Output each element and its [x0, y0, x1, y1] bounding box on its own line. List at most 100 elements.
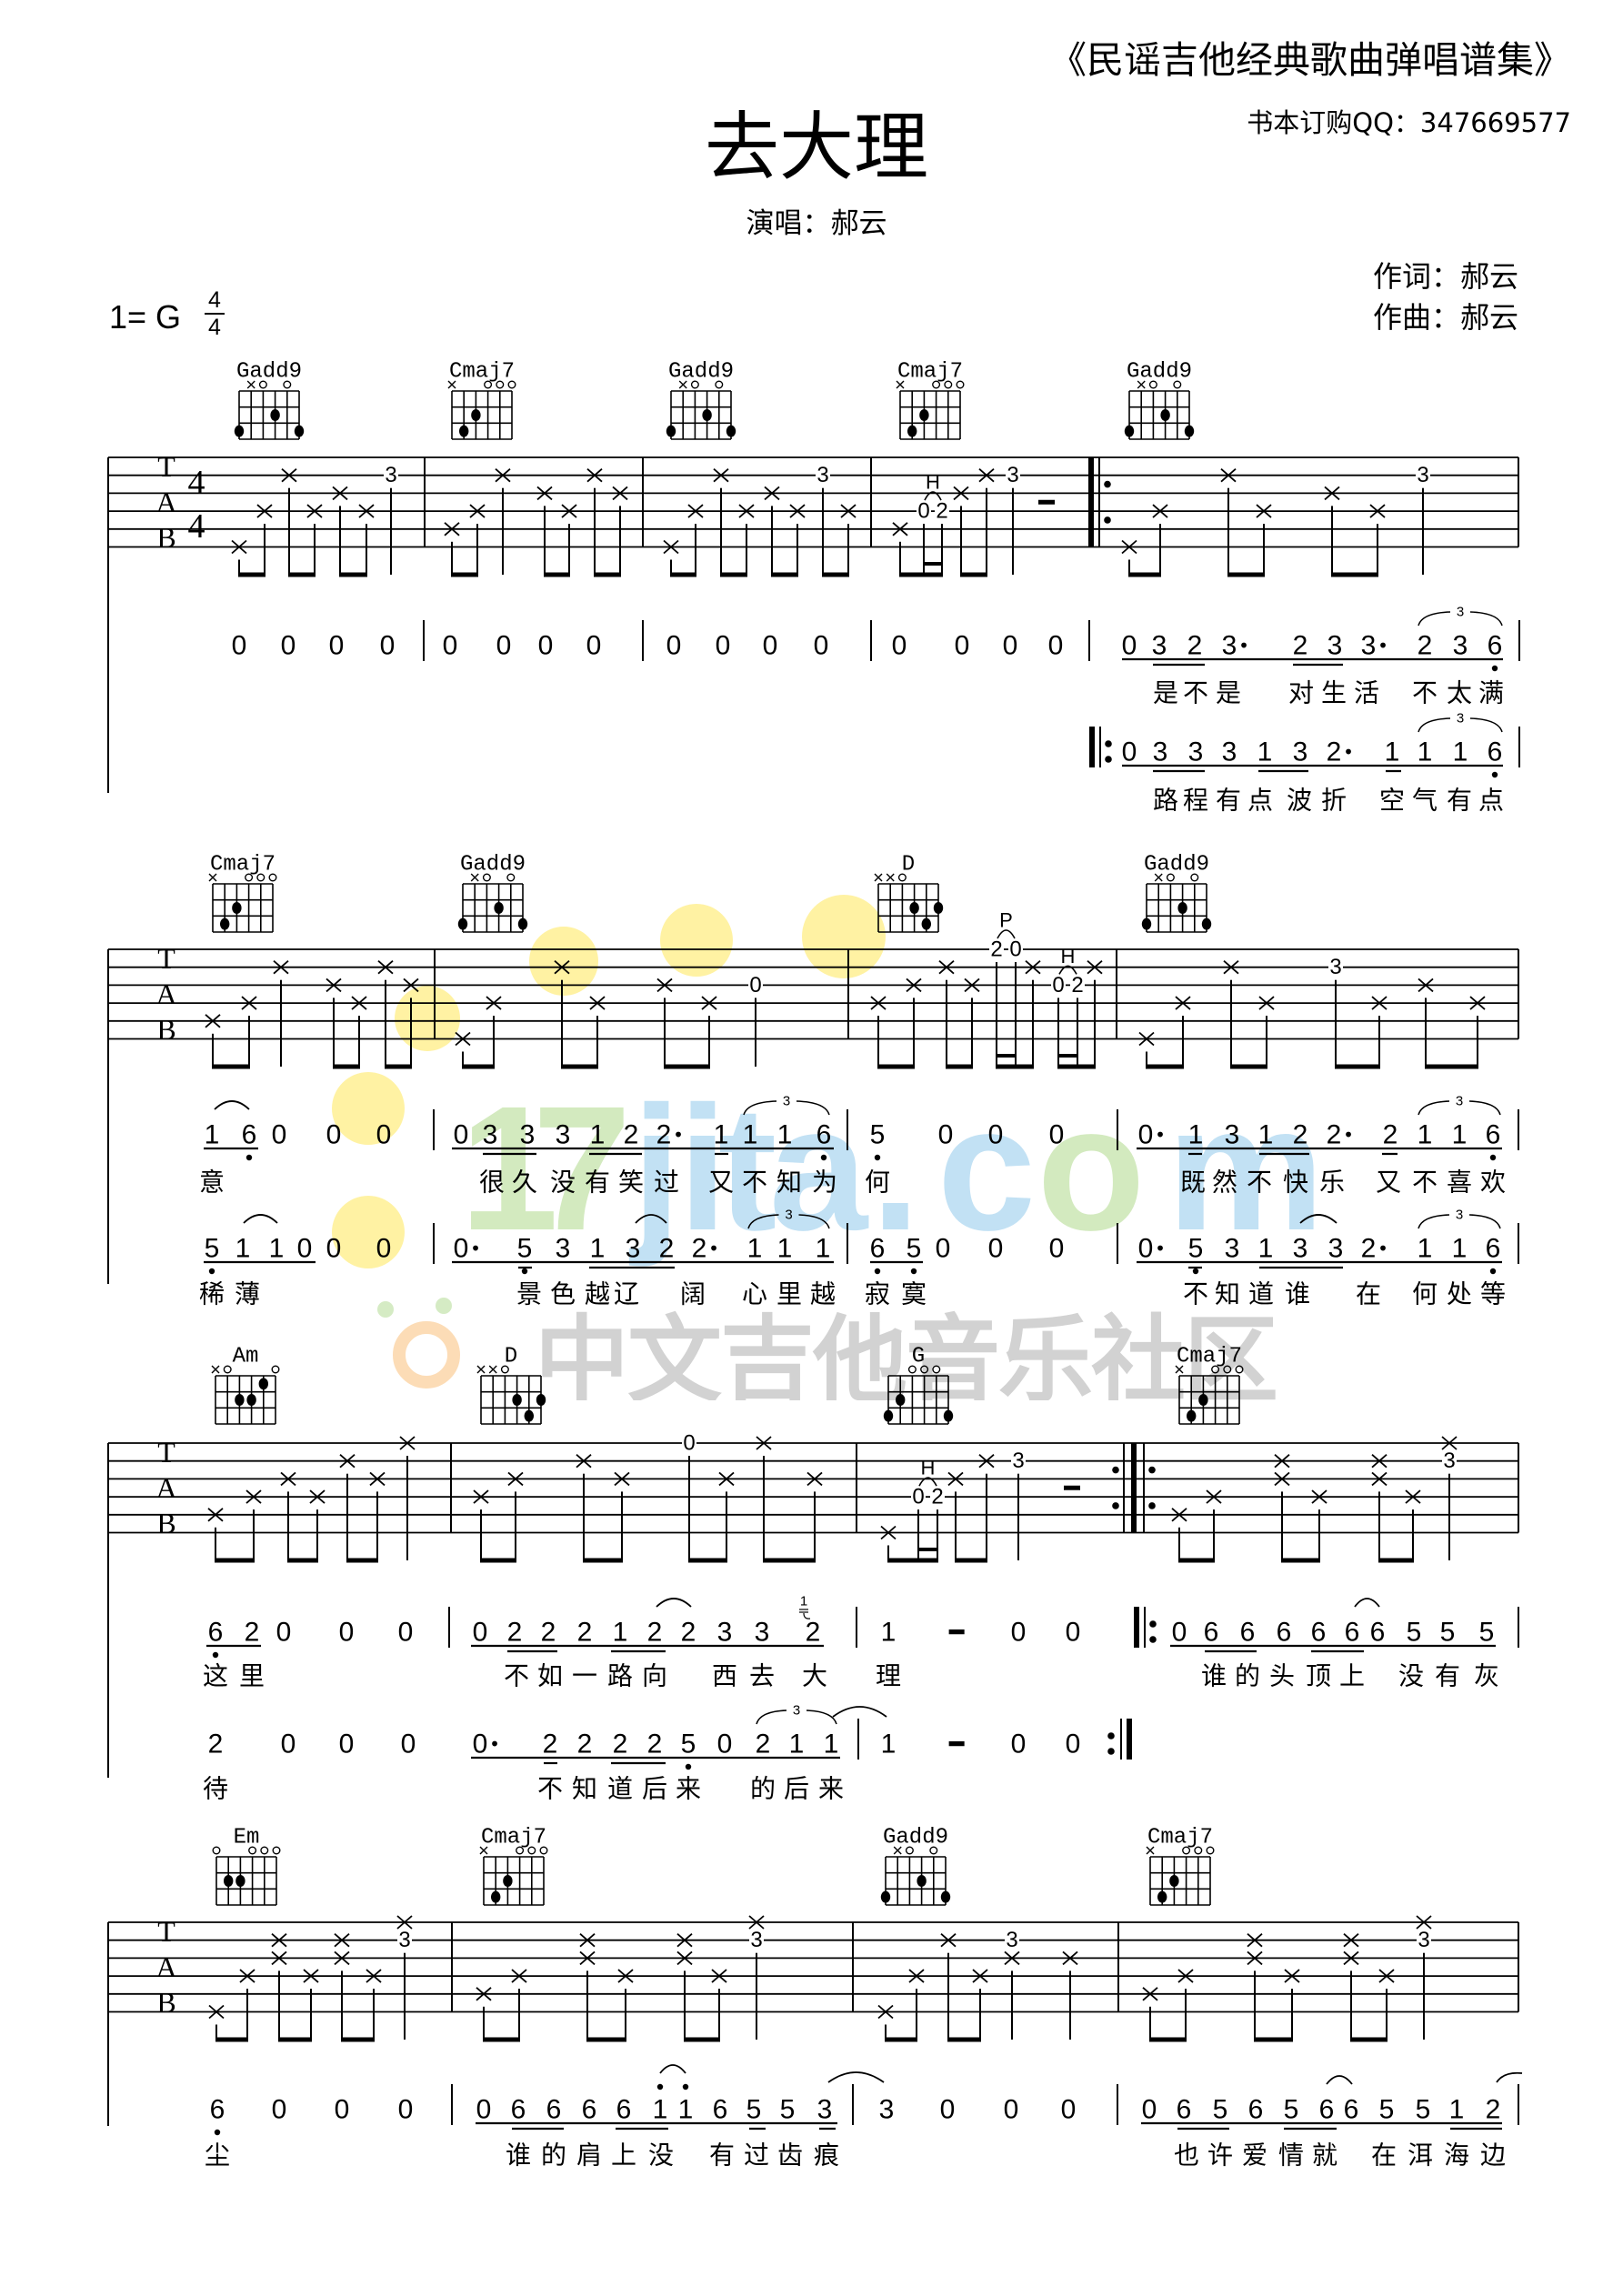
triplet-number: 3 [1457, 605, 1464, 620]
tab-muted-note-icon [1441, 1436, 1458, 1450]
high-octave-dot [656, 2083, 664, 2090]
jianpu-note: 3 [556, 1120, 571, 1150]
jianpu-note: 0 [272, 2095, 287, 2125]
jianpu-note: 2 [681, 1618, 696, 1648]
muted-stroke [1175, 1365, 1184, 1374]
finger-dot [235, 1394, 245, 1406]
x-stroke [614, 1471, 630, 1487]
tab-digit-background [1328, 957, 1343, 978]
finger-dot [517, 917, 528, 930]
jianpu-note: 6 [616, 2095, 632, 2125]
x-stroke [978, 468, 995, 483]
open-string-icon [1211, 1365, 1220, 1374]
open-string-icon [507, 380, 516, 389]
low-octave-dot [521, 1268, 528, 1275]
jianpu-note: 0 [1066, 1730, 1081, 1760]
thick-bar-line [1127, 1719, 1132, 1760]
hammer-on-label: H [926, 471, 940, 494]
watermark-dot [660, 904, 733, 977]
muted-stroke [470, 873, 479, 882]
jianpu-note: 0 [716, 631, 731, 661]
low-octave-dot [208, 1268, 215, 1275]
finger-dot [702, 409, 712, 421]
grace-hook [803, 1612, 811, 1619]
augmentation-dot: • [1155, 1124, 1166, 1146]
x-stroke [870, 996, 887, 1010]
lyric-char: 有 [1447, 786, 1472, 816]
x-stroke [1062, 1950, 1078, 1966]
x-stroke [1343, 1950, 1359, 1966]
tab-muted-note-icon [476, 1987, 492, 2001]
repeat-dot [1112, 1502, 1119, 1509]
lyric-char: 头 [1269, 1661, 1295, 1691]
finger-dot [1169, 1875, 1179, 1887]
jianpu-note: 5 [1407, 1618, 1422, 1648]
jianpu-note: 1 [1257, 737, 1273, 767]
lyric-char: 对 [1288, 678, 1314, 708]
eighth-beam [215, 1558, 255, 1563]
watermark-dot [529, 927, 598, 996]
x-stroke [1258, 996, 1275, 1010]
muted-string-icon [246, 380, 255, 389]
tab-muted-note-icon [536, 486, 553, 501]
jianpu-note: 1 [1449, 2095, 1465, 2125]
x-stroke [334, 1933, 350, 1948]
tab-fret-number: 0 [917, 499, 929, 524]
technique-arc [997, 929, 1016, 939]
tab-muted-note-icon [1175, 996, 1191, 1010]
open-string-icon [1206, 1846, 1215, 1855]
eighth-beam [451, 572, 478, 577]
x-stroke [789, 504, 806, 518]
open-string-icon [929, 1846, 938, 1855]
jianpu-note: 1 [816, 1234, 831, 1264]
x-stroke [256, 504, 273, 518]
open-string-icon [527, 1846, 536, 1855]
open-string-icon [1190, 873, 1199, 882]
x-stroke [507, 1471, 524, 1487]
tab-muted-note-icon [1004, 1950, 1020, 1966]
muted-stroke [211, 1365, 220, 1374]
jianpu-note: 1 [1452, 1234, 1468, 1264]
tab-muted-note-icon [579, 1933, 596, 1948]
jianpu-note: 1 [613, 1618, 628, 1648]
jianpu-note: 0 [454, 1120, 469, 1150]
tab-muted-note-icon [1206, 1489, 1222, 1504]
lyric-char: 有 [1216, 786, 1241, 816]
muted-stroke [1146, 1846, 1155, 1855]
jianpu-note: 0 [1122, 631, 1137, 661]
x-stroke [1220, 468, 1237, 483]
finger-dot [883, 1409, 894, 1422]
tab-clef-letter: B [156, 1507, 175, 1539]
tab-muted-note-icon [908, 1969, 925, 1983]
tab-muted-note-icon [455, 1031, 471, 1047]
chord-diagram: Gadd9 [457, 853, 528, 933]
jianpu-note: 0 [586, 631, 602, 661]
tab-digit-background [1011, 1450, 1026, 1471]
tab-muted-note-icon [271, 1933, 287, 1948]
finger-dot [234, 425, 245, 437]
jianpu-note: 5 [1440, 1618, 1456, 1648]
eighth-beam [899, 572, 943, 577]
open-string-icon [920, 1365, 929, 1374]
tab-fret-number: 3 [750, 1928, 762, 1952]
x-stroke [1177, 1969, 1194, 1983]
open-string-icon [1194, 1846, 1203, 1855]
tab-clef-letter: A [155, 486, 176, 518]
eighth-beam [333, 1064, 360, 1069]
lyric-char: 是 [1153, 678, 1178, 708]
triplet-arc [796, 1100, 830, 1116]
low-octave-dot [1491, 771, 1498, 778]
x-stroke [306, 504, 323, 518]
jianpu-note: 2 [692, 1234, 707, 1264]
x-stroke [561, 504, 577, 518]
lyric-char: 色 [550, 1279, 576, 1309]
lyric-char: 乐 [1319, 1168, 1345, 1198]
tab-muted-note-icon [396, 1915, 413, 1930]
tab-muted-note-icon [245, 1489, 262, 1504]
x-stroke [473, 1489, 489, 1504]
low-octave-dot [212, 1651, 219, 1659]
lyric-char: 没 [550, 1168, 576, 1198]
watermark-dot [395, 986, 460, 1051]
tab-muted-note-icon [1284, 1969, 1300, 1983]
